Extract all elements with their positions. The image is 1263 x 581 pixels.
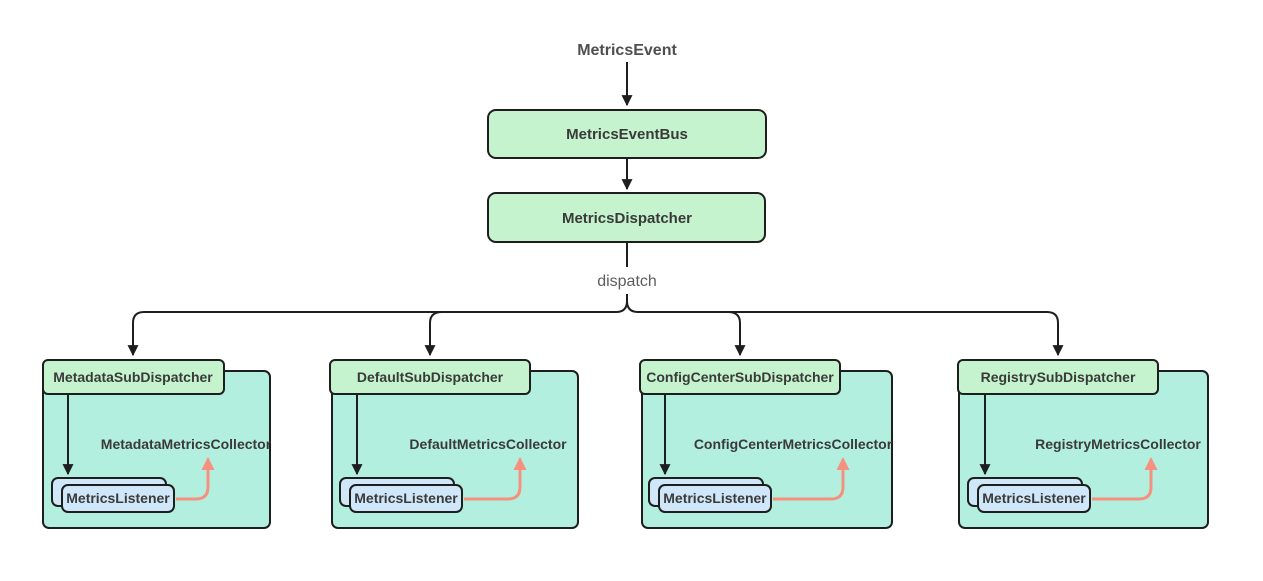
configcenter-sub-dispatcher-box (639, 359, 841, 395)
metrics-event-label: MetricsEvent (577, 42, 677, 59)
registry-collector-label: RegistryMetricsCollector (1035, 436, 1201, 452)
metadata-sub-dispatcher-label: MetadataSubDispatcher (53, 369, 213, 385)
metadata-listener-to-collector-arrow (176, 457, 215, 501)
node-metrics-event-bus: MetricsEventBus (487, 109, 767, 159)
node-metrics-dispatcher: MetricsDispatcher (487, 192, 766, 243)
subsystem-default: DefaultSubDispatcher DefaultMetricsColle… (329, 359, 579, 529)
dispatch-edge-label: dispatch (597, 273, 657, 290)
default-listener-label: MetricsListener (354, 490, 458, 506)
branch-arrow-configcenter (727, 311, 746, 357)
default-sub-dispatcher-box (329, 359, 531, 395)
configcenter-listener-to-collector-arrow (773, 457, 850, 501)
configcenter-sub-dispatcher-label: ConfigCenterSubDispatcher (646, 369, 834, 385)
subsystem-configcenter: ConfigCenterSubDispatcher ConfigCenterMe… (639, 359, 893, 529)
default-listener-front-box (349, 484, 463, 513)
registry-sub-dispatcher-label: RegistrySubDispatcher (981, 369, 1136, 385)
branch-arrow-default (424, 311, 443, 357)
subsystem-registry: RegistrySubDispatcher RegistryMetricsCol… (957, 359, 1209, 529)
metadata-listener-label: MetricsListener (66, 490, 170, 506)
registry-listener-to-collector-arrow (1092, 457, 1158, 501)
metrics-event-bus-label: MetricsEventBus (566, 126, 688, 143)
default-sub-dispatcher-label: DefaultSubDispatcher (357, 369, 504, 385)
default-collector-label: DefaultMetricsCollector (409, 436, 567, 452)
default-listener-to-collector-arrow (464, 457, 527, 501)
registry-listener-label: MetricsListener (982, 490, 1086, 506)
branch-arrow-registry (626, 294, 1064, 357)
registry-listener-front-box (977, 484, 1091, 513)
metrics-dispatcher-label: MetricsDispatcher (562, 210, 692, 227)
configcenter-listener-front-box (658, 484, 772, 513)
metadata-collector-label: MetadataMetricsCollector (101, 436, 272, 452)
subsystem-metadata: MetadataSubDispatcher MetadataMetricsCol… (42, 359, 272, 529)
configcenter-listener-label: MetricsListener (663, 490, 767, 506)
branch-arrow-metadata (127, 294, 628, 357)
configcenter-collector-label: ConfigCenterMetricsCollector (694, 436, 893, 452)
metadata-listener-front-box (61, 484, 175, 513)
metadata-sub-dispatcher-box (42, 359, 225, 395)
registry-sub-dispatcher-box (957, 359, 1159, 395)
